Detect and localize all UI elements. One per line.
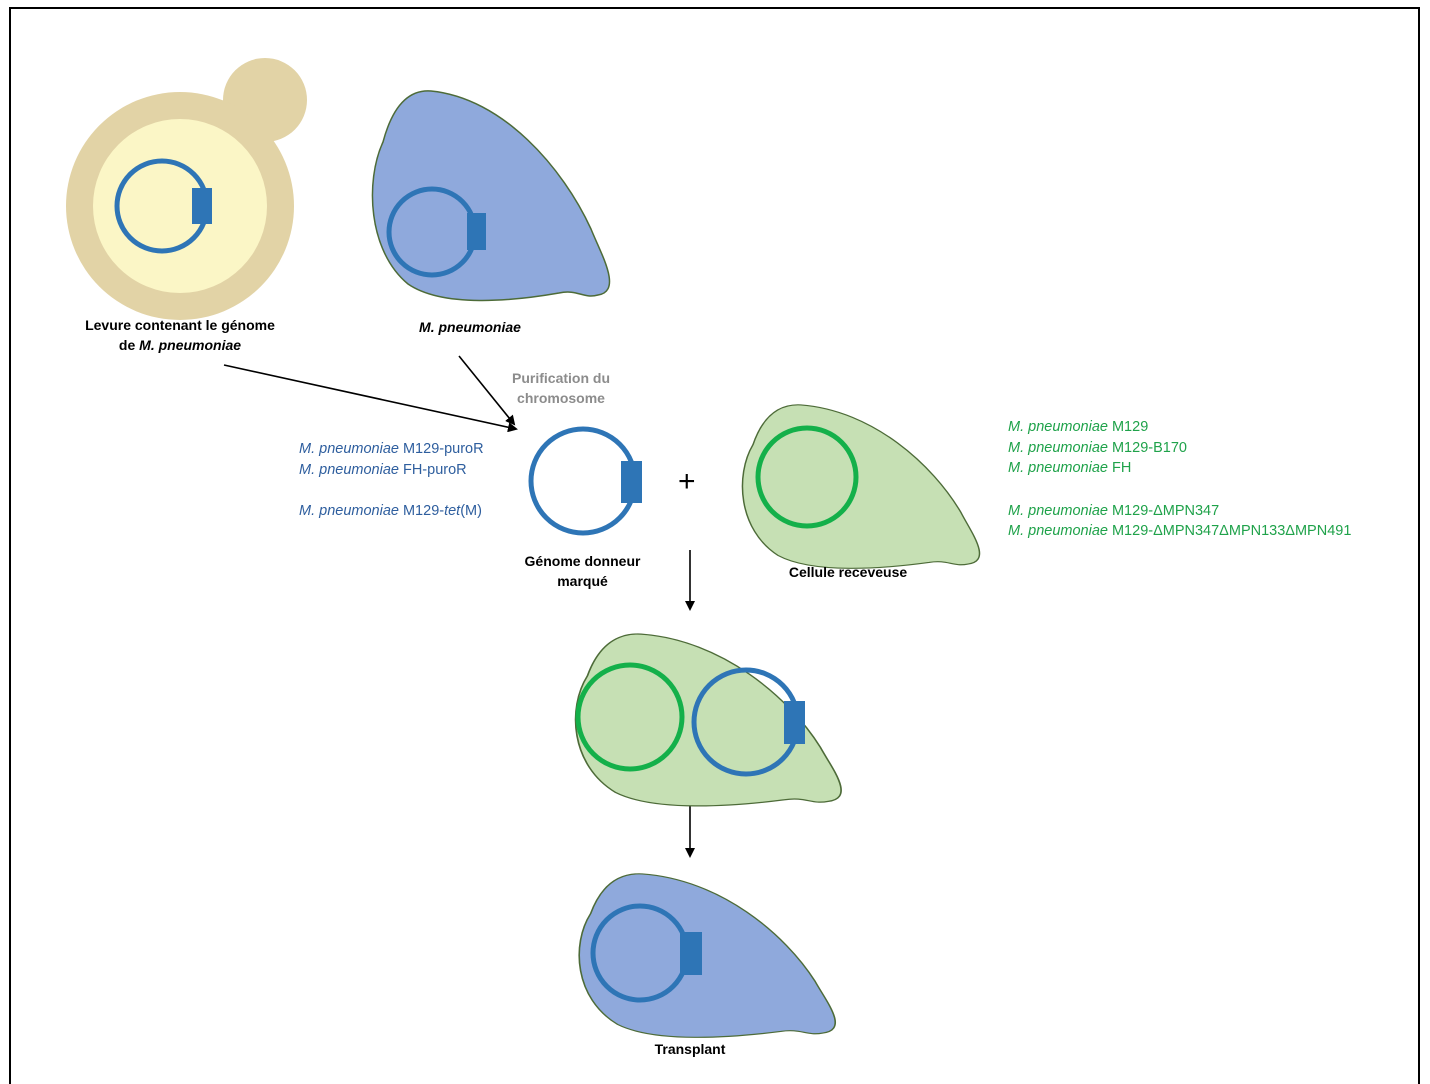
recipient-strain-species: M. pneumoniae bbox=[1008, 523, 1108, 539]
transplant-cell-body bbox=[578, 873, 836, 1038]
recipient-strain-name: M129 bbox=[1107, 419, 1149, 435]
plus-sign: + bbox=[678, 465, 696, 498]
yeast-label-line2: de M. pneumoniae bbox=[60, 335, 300, 355]
donor-strain-suffix: (M) bbox=[460, 503, 482, 519]
recipient-strain-name: M129-B170 bbox=[1107, 439, 1187, 456]
recipient-genome-circle bbox=[755, 425, 859, 529]
recipient-strain-name: FH bbox=[1107, 460, 1132, 476]
yeast-genome-marker bbox=[192, 188, 212, 224]
arrow-yeast-to-genome bbox=[223, 364, 518, 433]
donor-strain-item: M. pneumoniae M129-puroR bbox=[299, 439, 484, 460]
donor-strain-item: M. pneumoniae M129-tet(M) bbox=[299, 501, 484, 522]
purification-label: Purification du chromosome bbox=[480, 368, 642, 408]
recipient-strain-name: M129-ΔMPN347 bbox=[1107, 502, 1220, 519]
donor-strain-list: M. pneumoniae M129-puroR M. pneumoniae F… bbox=[299, 439, 484, 522]
recipient-strain-list: M. pneumoniae M129 M. pneumoniae M129-B1… bbox=[1008, 417, 1351, 542]
donor-genome-label-line1: Génome donneur bbox=[524, 553, 641, 569]
mpneumoniae-label: M. pneumoniae bbox=[380, 319, 560, 335]
recipient-strain-species: M. pneumoniae bbox=[1008, 439, 1108, 456]
transplant-label: Transplant bbox=[654, 1041, 726, 1057]
arrow-cell-to-genome bbox=[458, 355, 516, 426]
purification-label-line1: Purification du bbox=[512, 370, 610, 386]
donor-strain-species: M. pneumoniae bbox=[299, 461, 399, 478]
donor-genome-marker bbox=[621, 461, 642, 503]
intermediate-donor-marker bbox=[784, 701, 805, 744]
donor-strain-name: M129- bbox=[398, 503, 445, 519]
intermediate-cell bbox=[574, 633, 842, 807]
recipient-strain-species: M. pneumoniae bbox=[1008, 460, 1108, 476]
donor-strain-gene: tet bbox=[444, 503, 461, 519]
donor-strain-species: M. pneumoniae bbox=[299, 503, 399, 519]
donor-strain-name: FH-puroR bbox=[398, 461, 467, 478]
recipient-strain-item: M. pneumoniae M129-ΔMPN347 bbox=[1008, 501, 1351, 522]
yeast-nucleus bbox=[93, 119, 267, 293]
yeast-label-prefix: de bbox=[118, 337, 140, 353]
donor-genome-circle bbox=[528, 426, 638, 536]
donor-genome-label: Génome donneur marqué bbox=[500, 551, 665, 591]
mpneumoniae-cell-body bbox=[371, 90, 611, 302]
donor-strain-species: M. pneumoniae bbox=[299, 441, 399, 457]
recipient-strain-item: M. pneumoniae FH bbox=[1008, 458, 1351, 479]
donor-strain-name: M129-puroR bbox=[398, 441, 484, 457]
recipient-cell bbox=[741, 404, 981, 569]
yeast-label-species: M. pneumoniae bbox=[139, 337, 242, 353]
recipient-strain-species: M. pneumoniae bbox=[1008, 502, 1108, 519]
recipient-strain-item: M. pneumoniae M129-B170 bbox=[1008, 438, 1351, 459]
recipient-strain-item: M. pneumoniae M129-ΔMPN347ΔMPN133ΔMPN491 bbox=[1008, 521, 1351, 542]
yeast-label: Levure contenant le génome de M. pneumon… bbox=[60, 315, 300, 355]
recipient-strain-item: M. pneumoniae M129 bbox=[1008, 417, 1351, 438]
yeast-label-line1: Levure contenant le génome bbox=[85, 317, 275, 333]
recipient-strain-species: M. pneumoniae bbox=[1008, 419, 1108, 435]
donor-strain-item: M. pneumoniae FH-puroR bbox=[299, 460, 484, 481]
recipient-label: Cellule receveuse bbox=[788, 564, 908, 580]
recipient-strain-name: M129-ΔMPN347ΔMPN133ΔMPN491 bbox=[1107, 523, 1352, 539]
donor-genome-label-line2: marqué bbox=[557, 573, 608, 589]
transplant-genome-marker bbox=[680, 932, 702, 975]
transplant-cell bbox=[578, 873, 836, 1038]
mpneumoniae-cell bbox=[371, 90, 611, 302]
recipient-cell-body bbox=[741, 404, 981, 569]
donor-genome bbox=[528, 426, 642, 536]
intermediate-recipient-genome bbox=[575, 662, 685, 772]
yeast-cell bbox=[66, 58, 307, 320]
mpneumoniae-genome-marker bbox=[467, 213, 486, 250]
diagram-frame bbox=[9, 7, 1420, 1084]
mpneumoniae-label-text: M. pneumoniae bbox=[419, 319, 521, 335]
purification-label-line2: chromosome bbox=[517, 390, 605, 406]
